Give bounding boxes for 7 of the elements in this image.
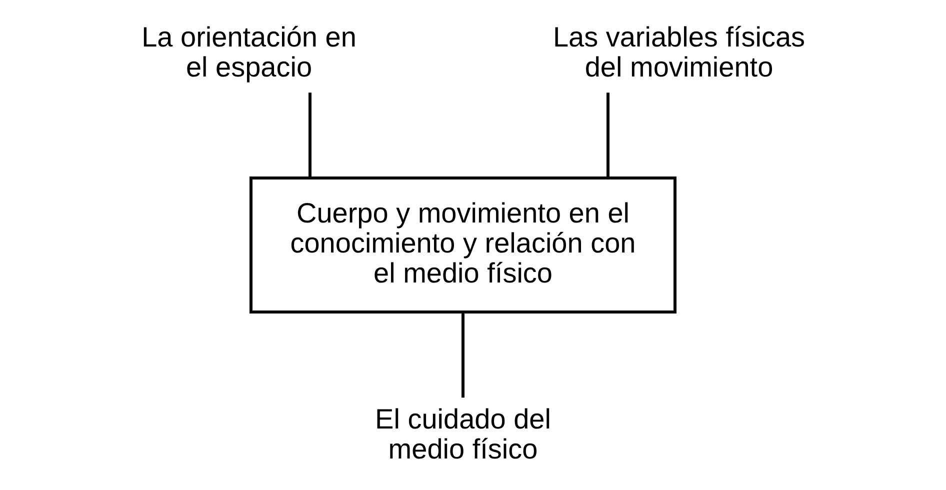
node-box: Cuerpo y movimiento en el conocimiento y relación con el medio físico xyxy=(250,176,676,314)
node-text: Las variables físicas del movimiento xyxy=(552,21,806,82)
connector xyxy=(308,92,312,178)
node-text: El cuidado del medio físico xyxy=(375,403,551,464)
node-text: La orientación en el espacio xyxy=(142,21,356,82)
connector xyxy=(462,312,464,398)
connector xyxy=(606,92,610,178)
